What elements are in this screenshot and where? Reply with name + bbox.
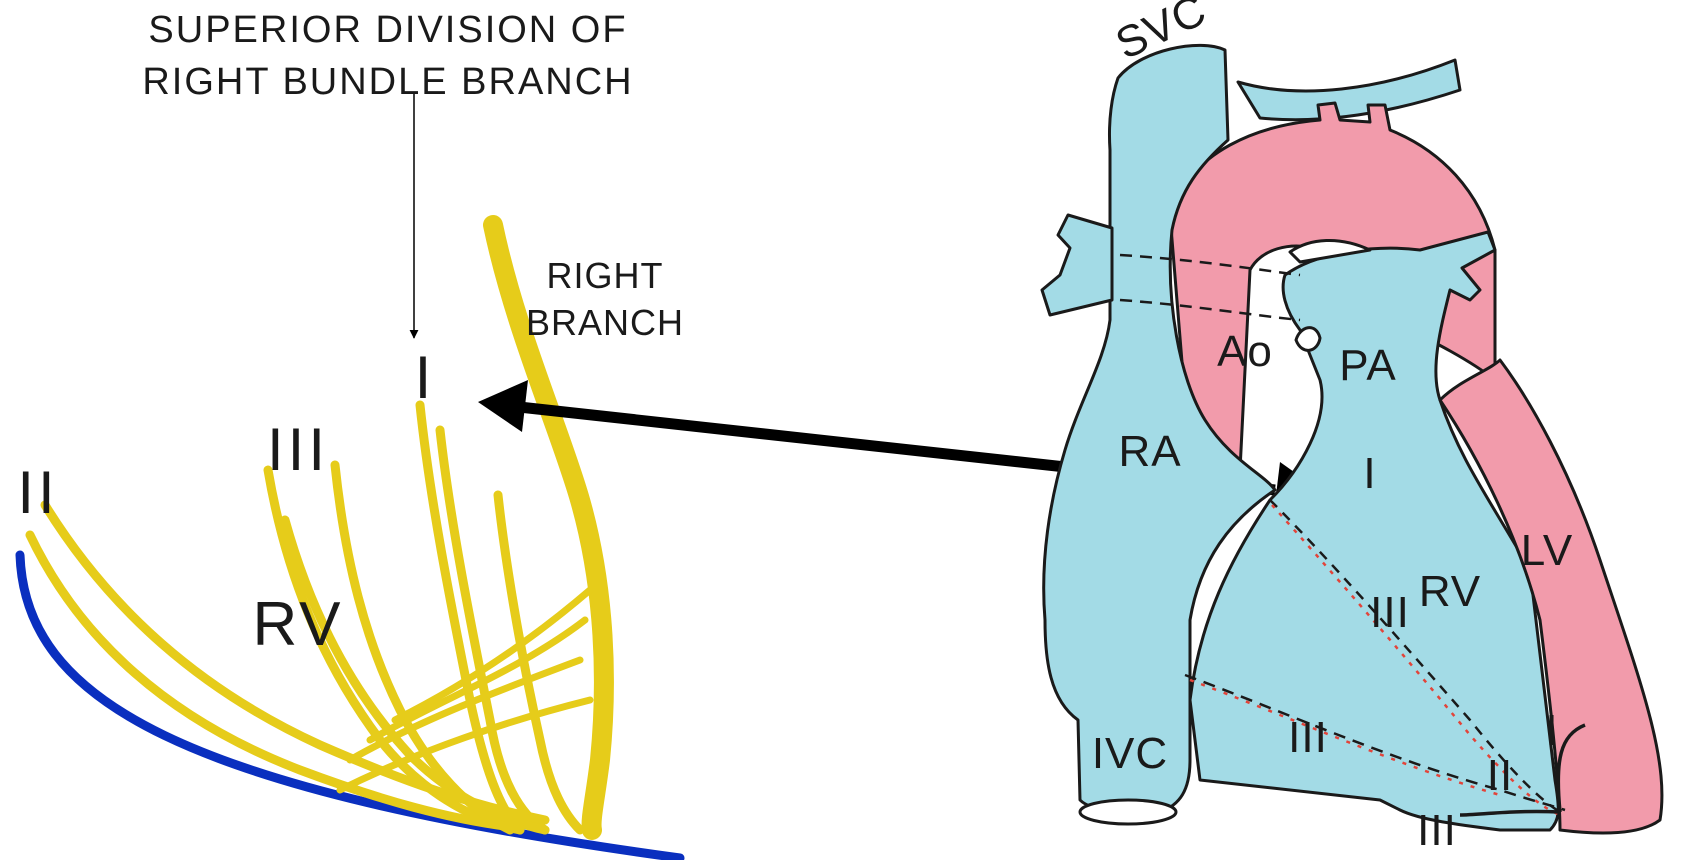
- fascicle-iii-label: III: [267, 416, 329, 483]
- ao-opening: [1296, 328, 1320, 351]
- iii-lower-label: III: [1288, 713, 1328, 762]
- right-branch-label-line-1: RIGHT: [547, 255, 664, 296]
- pa-label: PA: [1339, 341, 1396, 390]
- i-upper-label: I: [1363, 449, 1376, 498]
- iii-apex-label: III: [1417, 806, 1457, 855]
- ivc-opening: [1080, 800, 1176, 824]
- ii-apex-label: II: [1487, 751, 1513, 800]
- mesh-fibers: [340, 590, 590, 790]
- ra-label: RA: [1118, 427, 1181, 476]
- rv-label-heart: RV: [1419, 567, 1481, 616]
- i-apex-label: I: [1545, 706, 1558, 755]
- iii-mid-label: III: [1370, 588, 1410, 637]
- rv-label-left: RV: [252, 590, 343, 659]
- fascicle-i-label: I: [415, 344, 436, 411]
- pulmonary-vein-stubs: [1042, 215, 1112, 315]
- ao-label: Ao: [1217, 327, 1273, 376]
- title-line-1: SUPERIOR DIVISION OF: [148, 9, 627, 51]
- right-branch-label-line-2: BRANCH: [526, 302, 684, 343]
- lv-label: LV: [1521, 526, 1574, 575]
- ivc-label: IVC: [1092, 729, 1168, 778]
- title-line-2: RIGHT BUNDLE BRANCH: [142, 61, 633, 103]
- fascicle-ii-label: II: [17, 459, 58, 526]
- left-vein-tube: [1238, 60, 1460, 120]
- right-bundle-branch-figure: SUPERIOR DIVISION OF RIGHT BUNDLE BRANCH…: [17, 9, 684, 858]
